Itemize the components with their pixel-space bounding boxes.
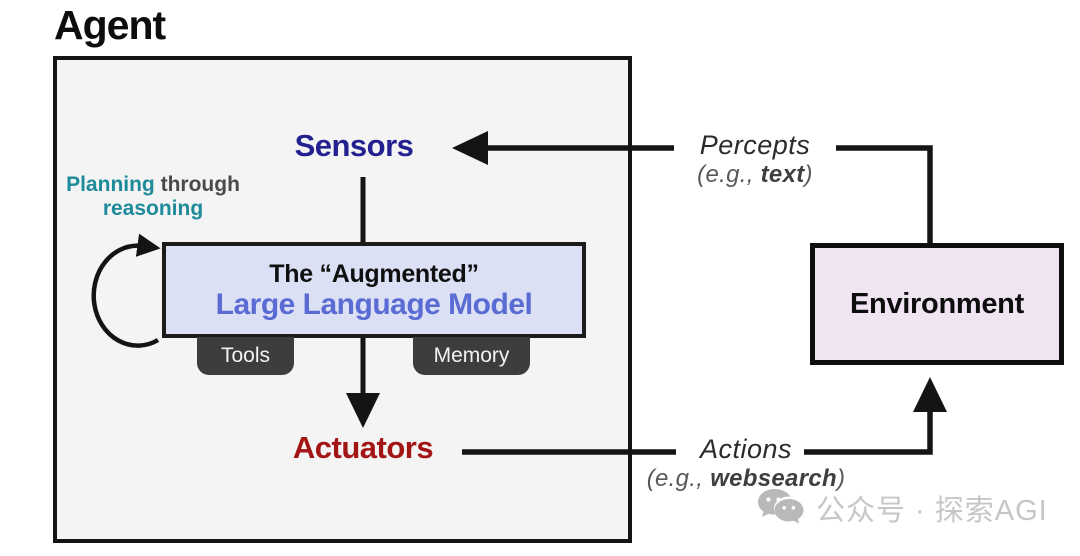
percepts-example: (e.g., text) <box>655 161 855 190</box>
actions-example-bold: websearch <box>710 465 837 492</box>
llm-box-subtitle: Large Language Model <box>215 287 533 321</box>
through-word: through <box>154 173 240 196</box>
planning-word: Planning <box>66 173 155 196</box>
memory-tab: Memory <box>413 337 530 375</box>
planning-reasoning-label: Planning through reasoning <box>56 173 250 221</box>
watermark: 公众号 · 探索AGI <box>756 486 1048 530</box>
agent-title: Agent <box>54 2 166 48</box>
percepts-example-prefix: (e.g., <box>697 161 761 188</box>
percepts-example-bold: text <box>760 161 805 188</box>
actions-example-suffix: ) <box>836 465 846 492</box>
percepts-label: Percepts <box>699 130 811 160</box>
augmented-llm-box: The “Augmented” Large Language Model <box>162 242 586 338</box>
actions-label: Actions <box>699 434 793 464</box>
percepts-example-suffix: ) <box>804 161 813 188</box>
sensors-label: Sensors <box>294 128 414 163</box>
wechat-icon <box>758 489 804 524</box>
memory-tab-label: Memory <box>433 344 510 367</box>
actions-example-prefix: (e.g., <box>646 465 711 492</box>
watermark-text: 公众号 · 探索AGI <box>816 495 1048 527</box>
percepts-label-block: Percepts (e.g., text) <box>655 130 855 190</box>
tools-tab: Tools <box>197 337 294 375</box>
reasoning-word: reasoning <box>102 197 204 221</box>
tools-tab-label: Tools <box>220 344 271 367</box>
llm-box-title: The “Augmented” <box>269 259 479 288</box>
actuators-label: Actuators <box>292 430 434 465</box>
environment-label: Environment <box>850 287 1024 320</box>
environment-box: Environment <box>810 243 1064 365</box>
actions-example: (e.g., websearch) <box>622 465 870 494</box>
actions-arrowhead <box>913 377 947 412</box>
actions-label-block: Actions (e.g., websearch) <box>622 434 870 494</box>
